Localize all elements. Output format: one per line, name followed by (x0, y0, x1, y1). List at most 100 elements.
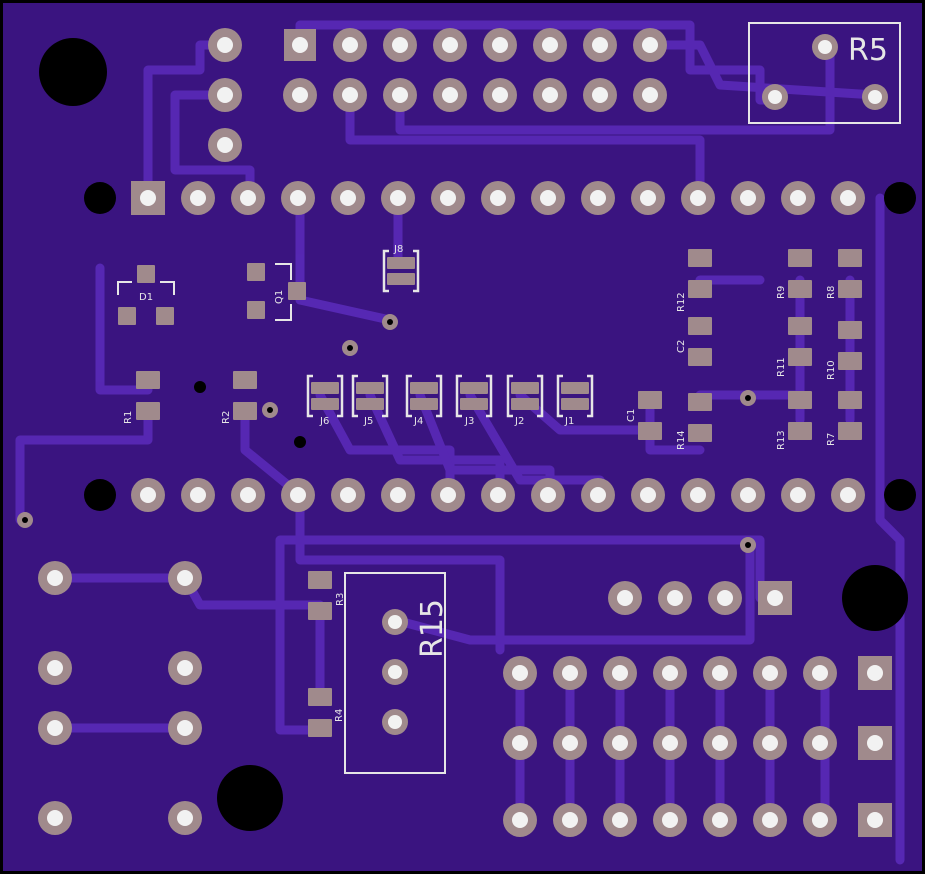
pad-hole (562, 812, 578, 828)
pad-hole (47, 660, 63, 676)
smd-pad (838, 391, 862, 409)
smd-pad (688, 249, 712, 267)
smd-pad (788, 391, 812, 409)
j5-label: J5 (363, 416, 373, 427)
j8-label: J8 (393, 244, 403, 255)
pad-hole (240, 190, 256, 206)
smd-pad (688, 393, 712, 411)
pad-hole (612, 812, 628, 828)
r5-outline (748, 22, 901, 124)
smd-pad (387, 257, 415, 269)
pad-hole (812, 812, 828, 828)
pad-hole (47, 810, 63, 826)
r2-label: R2 (221, 411, 232, 424)
pad-hole (642, 37, 658, 53)
jumper-outline (455, 374, 493, 418)
pad-hole (217, 37, 233, 53)
pad-hole (340, 190, 356, 206)
pad-hole (790, 487, 806, 503)
r7-label: R7 (826, 433, 837, 446)
small-hole (884, 182, 916, 214)
pad-hole (392, 87, 408, 103)
smd-pad (308, 688, 332, 706)
mount-hole-right (842, 565, 908, 631)
pad-hole (177, 720, 193, 736)
mount-hole-top-left (39, 38, 107, 106)
j4-label: J4 (413, 416, 423, 427)
pad-hole (47, 720, 63, 736)
pad-hole (342, 37, 358, 53)
smd-pad (688, 317, 712, 335)
small-hole (884, 479, 916, 511)
c2-label: C2 (676, 340, 687, 353)
jumper-outline (556, 374, 594, 418)
smd-pad (460, 382, 488, 394)
pad-hole (592, 87, 608, 103)
pad-hole (177, 660, 193, 676)
pad-hole (540, 190, 556, 206)
pad-hole (812, 735, 828, 751)
pad-hole (762, 812, 778, 828)
smd-pad (118, 307, 136, 325)
smd-pad (137, 265, 155, 283)
smd-pad (688, 280, 712, 298)
pad-hole (690, 190, 706, 206)
pad-hole (617, 590, 633, 606)
r12-label: R12 (676, 292, 687, 312)
silkscreen (117, 22, 901, 774)
q1-outline (275, 263, 292, 321)
smd-pad (838, 352, 862, 370)
smd-pad (247, 263, 265, 281)
pad-hole (712, 735, 728, 751)
pad-hole (717, 590, 733, 606)
smd-pad (838, 280, 862, 298)
pad-hole (388, 715, 402, 729)
pad-hole (442, 37, 458, 53)
smd-pad (460, 398, 488, 410)
q1-label: Q1 (274, 290, 285, 304)
smd-pad (308, 571, 332, 589)
jumper-outlines (306, 249, 594, 418)
pad-hole (840, 487, 856, 503)
pad-hole (767, 590, 783, 606)
pad-hole (388, 615, 402, 629)
pad-hole (390, 190, 406, 206)
smd-pad (688, 424, 712, 442)
pad-hole (642, 87, 658, 103)
r8-label: R8 (826, 286, 837, 299)
pad-hole (388, 665, 402, 679)
pad-hole (867, 812, 883, 828)
mounting-holes (39, 38, 916, 831)
jumper-outline (405, 374, 443, 418)
smd-pad (136, 371, 160, 389)
d1-outline (117, 281, 175, 295)
pad-hole (740, 487, 756, 503)
r4-label: R4 (334, 709, 345, 722)
smd-pad (233, 371, 257, 389)
pad-hole (712, 665, 728, 681)
smd-pad (788, 422, 812, 440)
smd-pads (118, 249, 862, 737)
r3-label: R3 (335, 593, 346, 606)
small-hole (84, 182, 116, 214)
pad-hole (768, 90, 782, 104)
d1-label: D1 (139, 292, 153, 303)
smd-pad (356, 382, 384, 394)
pad-hole (590, 190, 606, 206)
pad-hole (217, 87, 233, 103)
pad-hole (292, 87, 308, 103)
smd-pad (638, 391, 662, 409)
pad-hole (612, 665, 628, 681)
pad-hole (712, 812, 728, 828)
jumper-outline (306, 374, 344, 418)
pad-hole (790, 190, 806, 206)
smd-pad (838, 321, 862, 339)
pad-hole (640, 190, 656, 206)
j6-label: J6 (319, 416, 329, 427)
pad-hole (217, 137, 233, 153)
pad-hole (868, 90, 882, 104)
pad-hole (818, 40, 832, 54)
pad-hole (740, 190, 756, 206)
smd-pad (788, 280, 812, 298)
